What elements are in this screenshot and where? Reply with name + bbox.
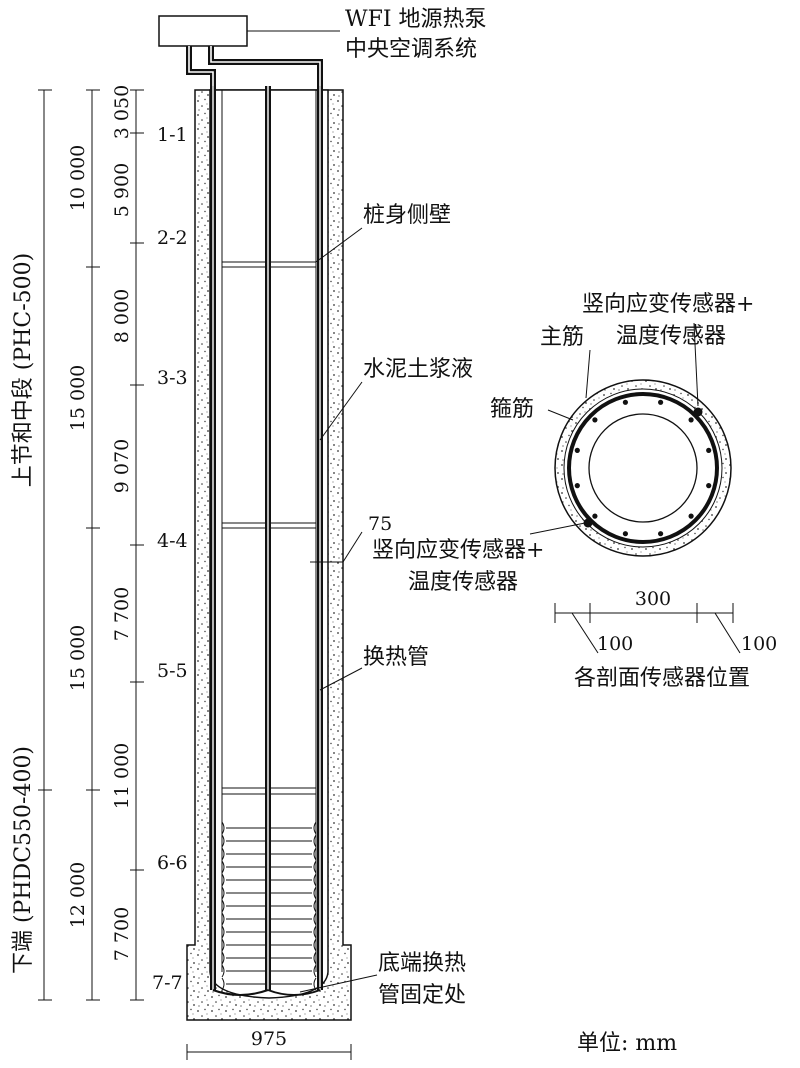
cs-main-bar: 主筋 (540, 325, 584, 350)
segment-labels: 上节和中段 (PHC-500) 下端 (PHDC550-400) (11, 253, 36, 974)
cs-caption: 各剖面传感器位置 (574, 666, 750, 691)
label-bottom-2: 管固定处 (378, 983, 466, 1008)
section-6-6: 6-6 (157, 852, 188, 874)
sensor-dot-top (693, 407, 703, 417)
segment-lower: 下端 (PHDC550-400) (11, 746, 36, 974)
main-bar-dot (592, 417, 598, 423)
cs-dim-100-right: 100 (741, 633, 777, 655)
system-label-line1: WFI 地源热泵 (345, 7, 487, 32)
leaders (299, 227, 378, 993)
label-sensor-left-2: 温度传感器 (408, 570, 518, 595)
dim-mid-4: 12 000 (67, 862, 89, 928)
dim-inner-3: 8 000 (111, 289, 133, 343)
label-heat-pipe: 换热管 (363, 645, 429, 670)
dim-inner-4: 9 070 (111, 439, 133, 493)
dimension-lines (38, 89, 144, 1001)
main-bar-dot (658, 399, 664, 405)
main-bar-dot (592, 513, 598, 519)
main-bar-dot (574, 483, 580, 489)
section-labels: 1-1 2-2 3-3 4-4 5-5 6-6 7-7 (152, 124, 188, 994)
main-bar-dot (688, 417, 694, 423)
section-2-2: 2-2 (157, 227, 188, 249)
dim-mid-1: 10 000 (67, 145, 89, 211)
width-value: 975 (251, 1028, 287, 1050)
dim-inner-1: 3 050 (111, 85, 133, 139)
label-sensor-left-1: 竖向应变传感器+ (372, 538, 544, 563)
dim-inner-2: 5 900 (111, 163, 133, 217)
heat-pump-box (158, 15, 248, 47)
supply-pipes (186, 46, 323, 86)
main-bars (574, 399, 712, 537)
system-label-line2: 中央空调系统 (345, 37, 477, 62)
section-1-1: 1-1 (157, 124, 188, 146)
sensor-dot-left (583, 518, 593, 528)
cs-stirrup: 箍筋 (490, 397, 534, 422)
main-bar-dot (706, 483, 712, 489)
section-3-3: 3-3 (157, 367, 188, 389)
dim-inner-6: 11 000 (111, 743, 133, 809)
unit-label: 单位: mm (577, 1031, 677, 1056)
segment-upper: 上节和中段 (PHC-500) (11, 253, 36, 487)
cross-section (554, 379, 732, 557)
dim-inner-5: 7 700 (111, 587, 133, 641)
width-dimension (186, 1044, 352, 1060)
main-bar-dot (706, 447, 712, 453)
section-7-7: 7-7 (152, 972, 183, 994)
cs-sensor-1: 竖向应变传感器+ (582, 292, 754, 317)
cross-leaders (529, 322, 699, 535)
main-bar-dot (688, 513, 694, 519)
heat-exchange-pipes (210, 70, 323, 996)
inner-dimensions: 3 050 5 900 8 000 9 070 7 700 11 000 7 7… (111, 85, 133, 961)
label-grout: 水泥土浆液 (363, 357, 473, 382)
label-thickness: 75 (368, 513, 392, 535)
cs-dimension (554, 603, 741, 654)
section-5-5: 5-5 (157, 660, 188, 682)
main-bar-dot (574, 447, 580, 453)
section-4-4: 4-4 (157, 530, 188, 552)
label-bottom-1: 底端换热 (378, 951, 466, 976)
label-pile-wall: 桩身侧壁 (363, 203, 451, 228)
cs-dim-300: 300 (635, 588, 671, 610)
middle-dimensions: 10 000 15 000 15 000 12 000 (67, 145, 89, 928)
dim-inner-7: 7 700 (111, 907, 133, 961)
main-bar-dot (622, 399, 629, 405)
main-bar-dot (622, 531, 629, 537)
dim-mid-3: 15 000 (67, 625, 89, 691)
cs-dim-100-left: 100 (597, 633, 633, 655)
cs-sensor-2: 温度传感器 (616, 324, 726, 349)
main-bar-dot (658, 531, 664, 537)
dim-mid-2: 15 000 (67, 365, 89, 431)
